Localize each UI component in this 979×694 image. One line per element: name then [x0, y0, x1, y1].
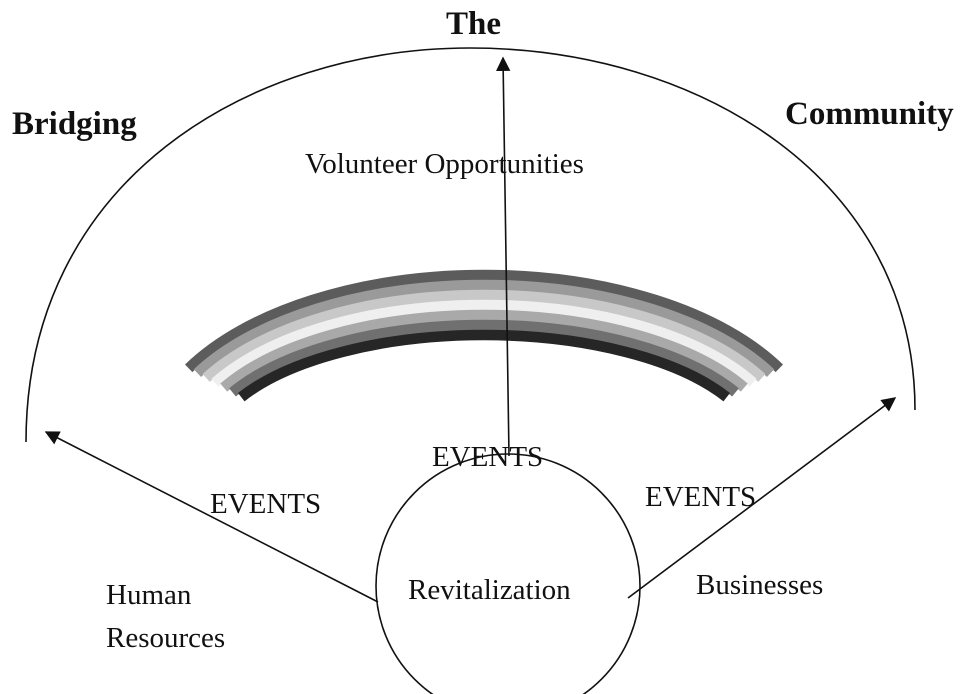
revitalization-circle: [375, 453, 641, 694]
arrow-left-human-resources: [44, 431, 379, 603]
rainbow-band: [220, 309, 748, 392]
label-volunteer-opportunities: Volunteer Opportunities: [305, 148, 584, 180]
rainbow-band: [193, 279, 775, 377]
rainbow-bridge: [184, 269, 784, 402]
title-bridging: Bridging: [12, 106, 137, 142]
label-human: Human: [106, 579, 192, 611]
rainbow-band: [229, 319, 739, 397]
outer-arc: [25, 47, 916, 443]
label-events-right: EVENTS: [645, 481, 756, 513]
label-events-left: EVENTS: [210, 488, 321, 520]
title-the: The: [446, 6, 501, 42]
label-events-center: EVENTS: [432, 441, 543, 473]
rainbow-band: [211, 299, 757, 387]
label-businesses: Businesses: [696, 569, 823, 601]
rainbow-band: [202, 289, 766, 382]
label-revitalization: Revitalization: [408, 574, 571, 606]
rainbow-band: [237, 329, 731, 402]
arrow-right-businesses: [627, 397, 897, 599]
label-resources: Resources: [106, 622, 225, 654]
rainbow-band: [184, 269, 784, 373]
arrow-up-volunteer: [495, 56, 511, 457]
title-community: Community: [785, 96, 954, 132]
